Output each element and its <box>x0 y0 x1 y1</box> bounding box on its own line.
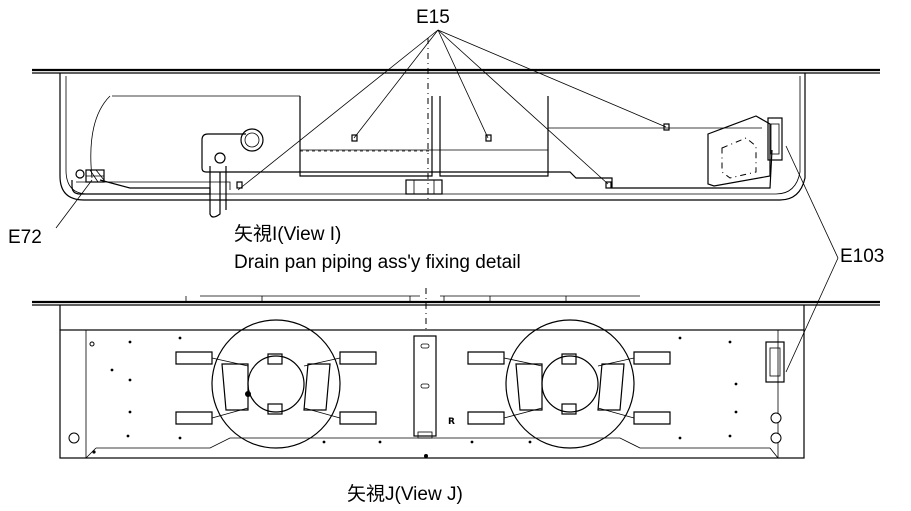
caption-view-i-title: 矢視I(View I) <box>234 223 341 245</box>
label-e15: E15 <box>416 7 450 28</box>
label-r-mark: R <box>448 417 455 427</box>
e103-leader-lines <box>785 145 839 373</box>
screw-dots <box>92 336 738 458</box>
label-e72: E72 <box>8 227 42 248</box>
right-fan <box>467 319 671 449</box>
label-e103: E103 <box>840 246 884 267</box>
view-j-drawing <box>32 288 880 459</box>
e15-leader-lines <box>237 29 667 191</box>
left-fan <box>175 319 377 449</box>
view-i-drawing <box>32 38 880 218</box>
caption-view-j-title: 矢視J(View J) <box>347 483 463 505</box>
caption-view-i-desc: Drain pan piping ass'y fixing detail <box>234 252 521 273</box>
e72-leader-line <box>55 179 93 229</box>
